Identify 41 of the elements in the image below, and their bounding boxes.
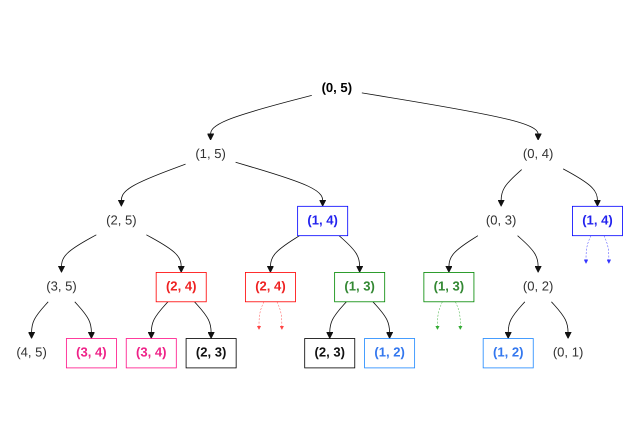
node-text: (4, 5) — [16, 346, 47, 360]
node-text: (0, 5) — [322, 81, 352, 96]
node-text: (0, 1) — [552, 346, 584, 360]
node-text: (3, 5) — [46, 280, 77, 294]
arrow — [338, 235, 364, 273]
arrow — [235, 162, 326, 207]
node-text: (0, 3) — [486, 214, 516, 228]
node-box: (1, 4) — [297, 206, 348, 236]
arrow — [74, 301, 95, 339]
arrow — [326, 301, 347, 339]
node-box: (1, 4) — [572, 206, 623, 236]
node-box: (1, 3) — [423, 272, 474, 302]
node-box: (1, 2) — [364, 338, 416, 368]
arrow — [266, 235, 300, 273]
arrow — [361, 92, 542, 141]
node-text: (2, 5) — [106, 214, 137, 228]
arrow — [504, 301, 526, 339]
node-box: (3, 4) — [126, 338, 177, 368]
node-box: (1, 3) — [334, 272, 386, 302]
arrow — [28, 301, 49, 339]
arrow — [194, 301, 215, 339]
node-text: (0, 2) — [522, 280, 554, 294]
node-text: (1, 5) — [195, 148, 226, 162]
node-box: (2, 4) — [156, 272, 207, 302]
arrow — [445, 235, 478, 273]
arrow — [498, 169, 522, 207]
node-box: (1, 2) — [482, 338, 534, 368]
arrow — [562, 168, 602, 207]
node-box: (2, 4) — [245, 272, 296, 302]
node-box: (2, 3) — [304, 338, 356, 368]
arrow — [517, 235, 542, 273]
arrow — [58, 234, 97, 273]
node-box: (2, 3) — [186, 338, 237, 368]
arrow — [372, 301, 394, 339]
arrow — [551, 301, 572, 339]
arrow — [206, 94, 312, 141]
node-text: (0, 4) — [522, 148, 554, 162]
arrow — [118, 164, 186, 207]
arrow — [148, 301, 168, 339]
arrow — [146, 234, 185, 273]
node-box: (3, 4) — [66, 338, 117, 368]
